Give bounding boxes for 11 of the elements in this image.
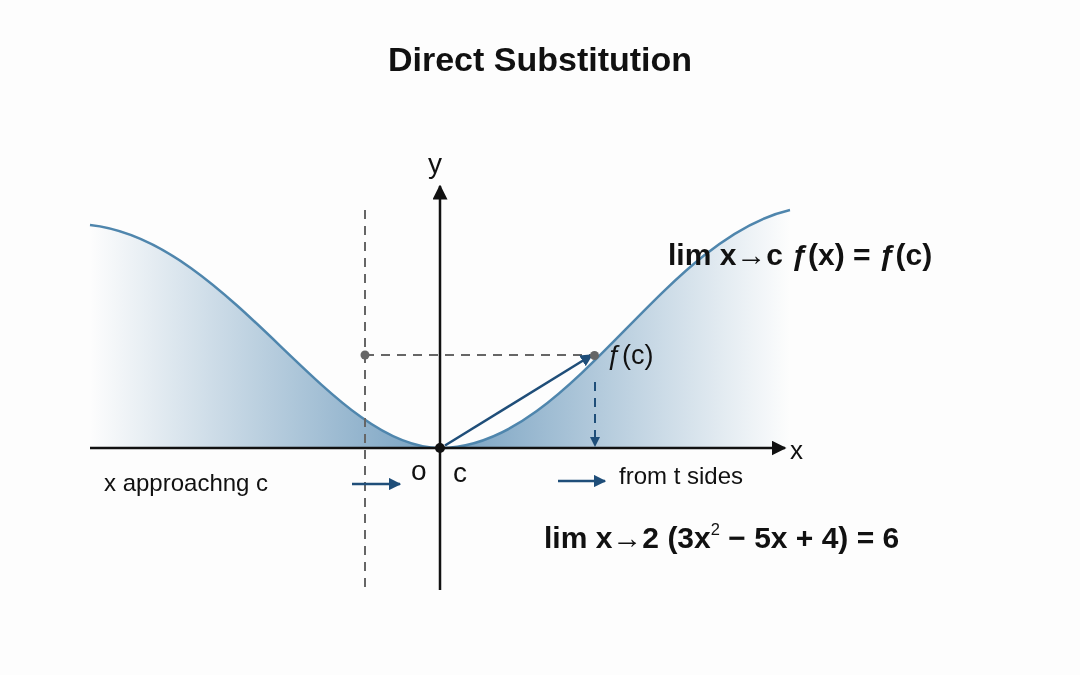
point-label: ƒ(c)	[607, 339, 654, 371]
axis-label: from t sides	[619, 462, 744, 490]
axis-label: x	[790, 436, 803, 466]
axis-label: c	[453, 457, 467, 490]
formula: lim x→2 (3x$^{2}$ − 5x + 4) = 6	[544, 520, 900, 556]
axis-label: x approachng c	[104, 469, 269, 497]
formula: lim x→c ƒ(x) = ƒ(c)	[668, 238, 933, 273]
title: Direct Substitution	[386, 40, 694, 79]
origin-dot	[435, 443, 445, 453]
axis-label: o	[411, 455, 427, 488]
axis-label: y	[428, 148, 442, 181]
